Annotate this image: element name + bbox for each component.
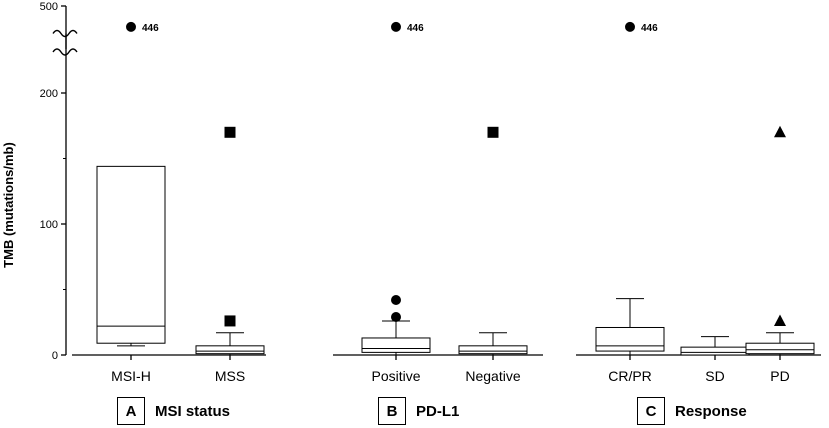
outlier-cr-pr bbox=[625, 21, 635, 32]
x-tick-label-mss: MSS bbox=[215, 368, 245, 384]
outlier-label-msi-h: 446 bbox=[142, 23, 159, 34]
outlier-pd bbox=[774, 125, 786, 138]
outlier-mss bbox=[224, 126, 236, 138]
x-tick-label-sd: SD bbox=[705, 368, 724, 384]
box-negative bbox=[458, 345, 528, 355]
panel-b-label: B PD-L1 bbox=[378, 396, 459, 426]
y-tick-label: 200 bbox=[40, 88, 58, 100]
outlier-positive bbox=[391, 294, 401, 305]
outlier-positive bbox=[391, 312, 401, 323]
panel-b-title: PD-L1 bbox=[416, 402, 460, 420]
box-positive bbox=[361, 337, 431, 353]
y-tick-label: 500 bbox=[40, 1, 58, 13]
x-tick-label-positive: Positive bbox=[371, 368, 420, 384]
box-sd bbox=[680, 346, 750, 356]
panel-c-letter: C bbox=[637, 397, 665, 425]
x-tick-label-pd: PD bbox=[770, 368, 789, 384]
outlier-label-positive: 446 bbox=[407, 23, 424, 34]
outlier-positive bbox=[391, 21, 401, 32]
panel-a-label: A MSI status bbox=[117, 396, 230, 426]
panel-c-label: C Response bbox=[637, 396, 747, 426]
outlier-negative bbox=[487, 126, 499, 138]
outlier-label-cr-pr: 446 bbox=[641, 23, 658, 34]
panel-a-title: MSI status bbox=[155, 402, 231, 420]
box-pd bbox=[745, 342, 815, 355]
y-axis-break-mark-upper bbox=[52, 48, 78, 56]
panel-a-letter: A bbox=[117, 397, 145, 425]
y-axis-label: TMB (mutations/mb) bbox=[1, 142, 16, 268]
x-tick-label-msi-h: MSI-H bbox=[111, 368, 151, 384]
panel-c-title: Response bbox=[675, 402, 747, 420]
y-axis-break-mark-lower bbox=[52, 29, 78, 38]
x-tick-label-negative: Negative bbox=[465, 368, 520, 384]
outlier-mss bbox=[224, 315, 236, 327]
x-tick-label-cr-pr: CR/PR bbox=[608, 368, 652, 384]
box-msi-h bbox=[96, 165, 166, 344]
y-tick-label: 0 bbox=[52, 350, 58, 362]
box-cr-pr bbox=[595, 326, 665, 352]
panel-b-letter: B bbox=[378, 397, 406, 425]
outlier-pd bbox=[774, 314, 786, 326]
box-mss bbox=[195, 345, 265, 355]
outlier-msi-h bbox=[126, 21, 136, 32]
y-tick-label: 100 bbox=[40, 219, 58, 231]
